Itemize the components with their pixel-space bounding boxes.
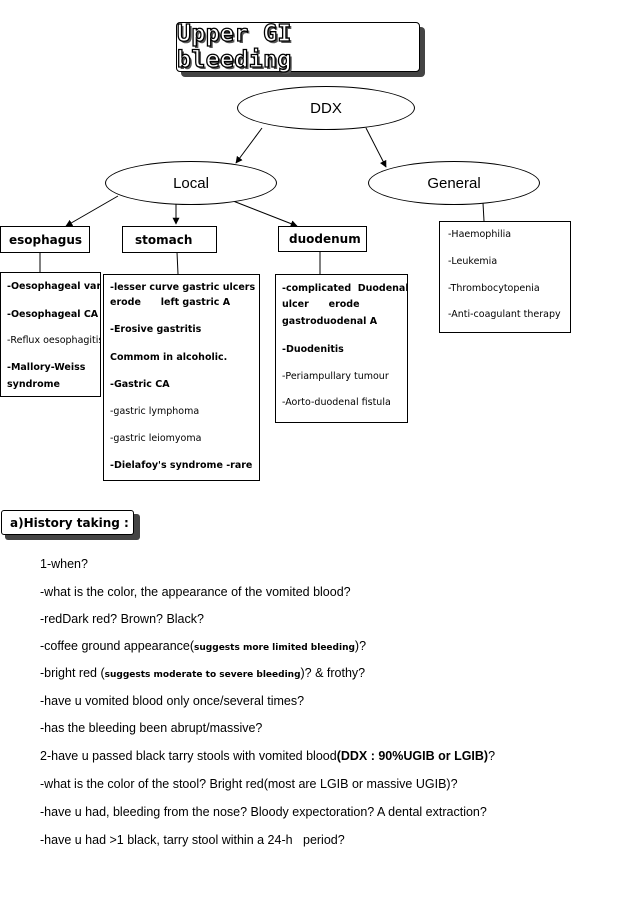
stomach-list: -lesser curve gastric ulcers erode left … (103, 274, 260, 481)
ddx-ellipse: DDX (237, 86, 415, 130)
list-item: -Leukemia (448, 256, 498, 267)
list-item: -complicated Duodenal (282, 283, 408, 294)
list-item: -Dielafoy's syndrome -rare (110, 460, 253, 471)
history-question: -have u vomited blood only once/several … (40, 694, 305, 708)
history-question: -have u had, bleeding from the nose? Blo… (40, 805, 487, 819)
list-item: -Erosive gastritis (110, 324, 202, 335)
list-item: -Anti-coagulant therapy (448, 309, 561, 320)
list-item: syndrome (7, 379, 60, 390)
stomach-header: stomach (122, 226, 217, 253)
list-item: -gastric lymphoma (110, 406, 200, 417)
list-item: erode left gastric A (110, 297, 231, 308)
list-item: -Periampullary tumour (282, 371, 389, 382)
esophagus-list: -Oesophageal varices -Oesophageal CA -Re… (0, 272, 101, 397)
general-list: -Haemophilia -Leukemia -Thrombocytopenia… (439, 221, 571, 333)
list-item: -Reflux oesophagitis (7, 335, 101, 346)
general-ellipse: General (368, 161, 540, 205)
list-item: -lesser curve gastric ulcers (110, 282, 256, 293)
history-question: -bright red (suggests moderate to severe… (40, 666, 366, 680)
history-question: -redDark red? Brown? Black? (40, 612, 204, 626)
list-item: -Aorto-duodenal fistula (282, 397, 391, 408)
history-question: 1-when? (40, 557, 88, 571)
history-question: -have u had >1 black, tarry stool within… (40, 833, 345, 847)
history-question: -coffee ground appearance(suggests more … (40, 639, 367, 653)
history-heading: a)History taking : (1, 510, 134, 535)
history-question: -what is the color of the stool? Bright … (40, 777, 458, 791)
flow-arrows (39, 127, 485, 343)
history-question: -has the bleeding been abrupt/massive? (40, 721, 263, 735)
list-item: -Haemophilia (448, 229, 512, 240)
list-item: -Oesophageal CA (7, 309, 99, 320)
list-item: ulcer erode (282, 299, 360, 310)
esophagus-header: esophagus (0, 226, 90, 253)
history-question: 2-have u passed black tarry stools with … (40, 749, 496, 763)
history-question: -what is the color, the appearance of th… (40, 585, 351, 599)
list-item: gastroduodenal A (282, 316, 378, 327)
list-item: -Mallory-Weiss (7, 362, 86, 373)
local-ellipse: Local (105, 161, 277, 205)
ddx-label: DDX (310, 99, 342, 117)
duodenum-list: -complicated Duodenal ulcer erode gastro… (275, 274, 408, 423)
list-item: -gastric leiomyoma (110, 433, 202, 444)
list-item: -Duodenitis (282, 344, 344, 355)
general-label: General (427, 174, 481, 192)
duodenum-header: duodenum (278, 226, 367, 252)
list-item: Commom in alcoholic. (110, 352, 228, 363)
list-item: -Gastric CA (110, 379, 170, 390)
list-item: -Oesophageal varices (7, 281, 101, 292)
list-item: -Thrombocytopenia (448, 283, 540, 294)
page-title: Upper GI bleeding (176, 20, 420, 74)
local-label: Local (173, 174, 209, 192)
